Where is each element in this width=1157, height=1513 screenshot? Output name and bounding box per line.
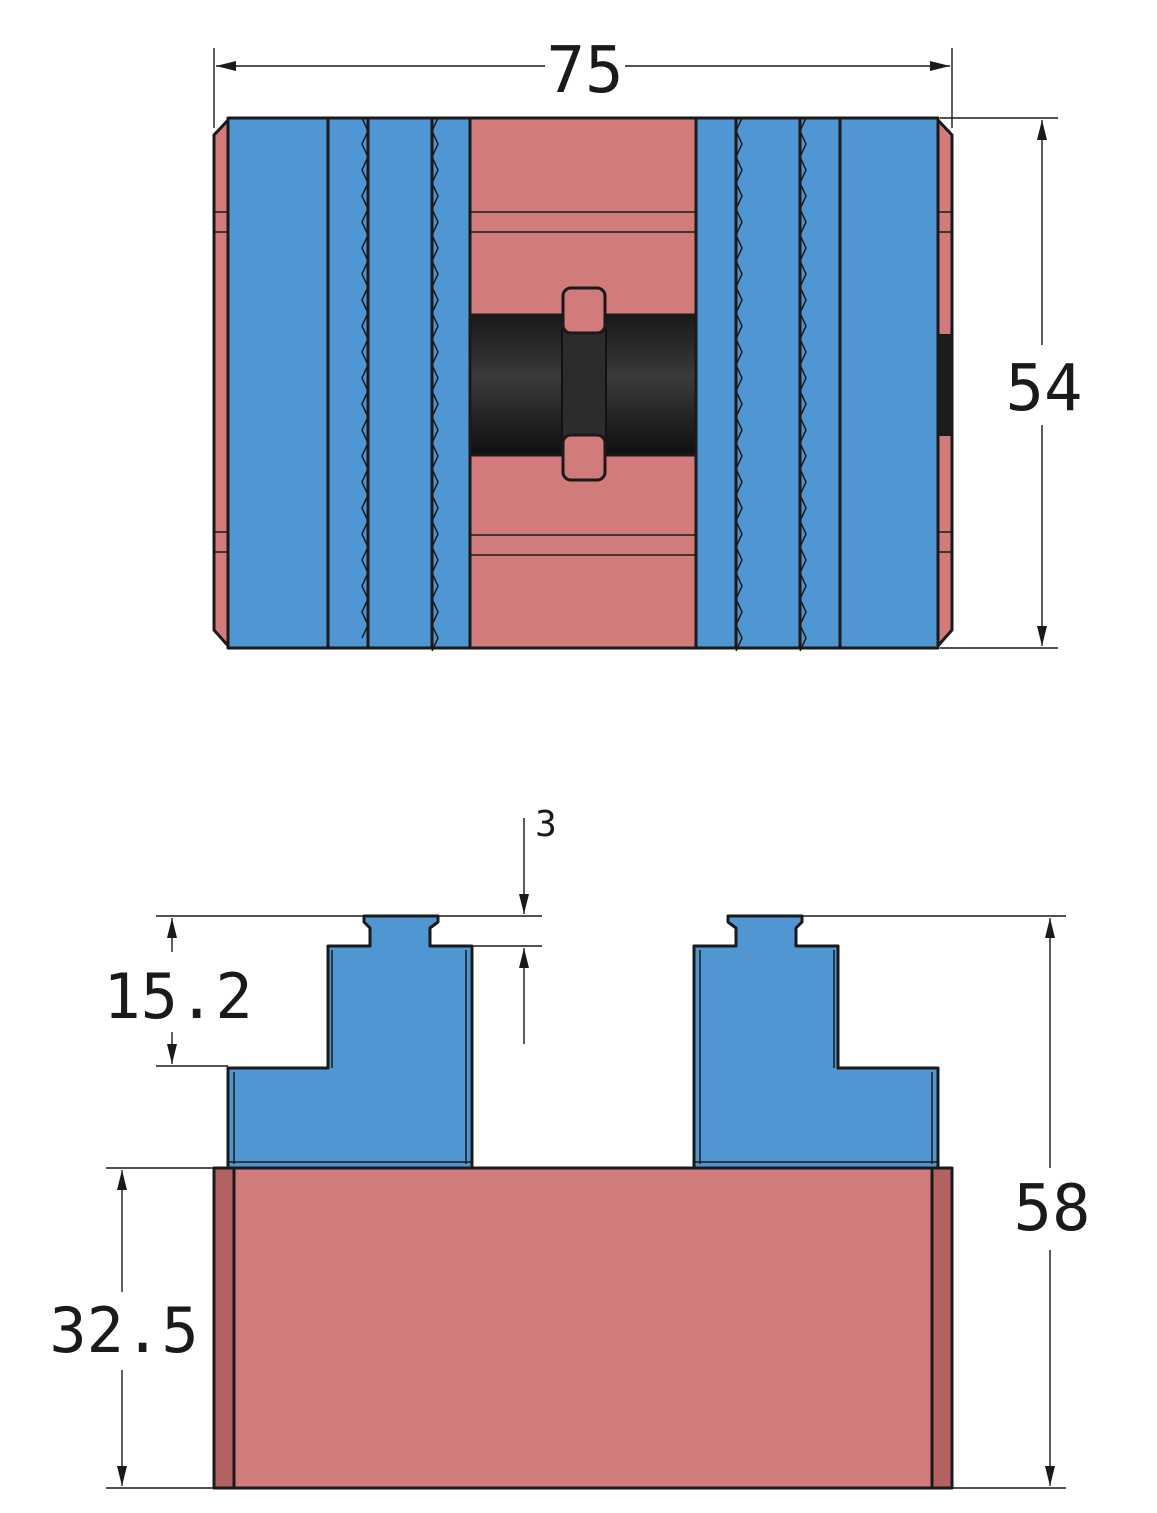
dim-total-height: 58 bbox=[802, 915, 1091, 1489]
base-body bbox=[232, 1166, 934, 1490]
screw-nut bbox=[561, 329, 607, 441]
right-jaw-profile bbox=[692, 914, 940, 1170]
right-side-knob bbox=[939, 334, 953, 436]
front-view: 15.2 3 58 32.5 bbox=[49, 804, 1091, 1490]
dim-base-height: 32.5 bbox=[49, 1167, 214, 1489]
dim-label-tongue-height: 3 bbox=[535, 804, 557, 845]
left-jaw bbox=[226, 116, 472, 652]
dim-label-step-height: 15.2 bbox=[103, 960, 252, 1033]
right-jaw bbox=[694, 116, 940, 652]
dim-label-width: 75 bbox=[546, 34, 623, 108]
dim-label-base-height: 32.5 bbox=[49, 1294, 198, 1367]
nut-tab-bottom bbox=[561, 433, 607, 482]
dim-label-total-height: 58 bbox=[1013, 1172, 1090, 1246]
dim-tongue-height: 3 bbox=[438, 804, 557, 1044]
dim-step-height: 15.2 bbox=[103, 915, 364, 1067]
dim-top-width: 75 bbox=[213, 34, 953, 128]
top-view: 75 54 bbox=[212, 34, 1083, 652]
dim-label-top-height: 54 bbox=[1005, 352, 1082, 426]
nut-tab-top bbox=[561, 286, 607, 335]
left-jaw-profile bbox=[226, 914, 474, 1170]
dim-top-height: 54 bbox=[940, 117, 1083, 649]
